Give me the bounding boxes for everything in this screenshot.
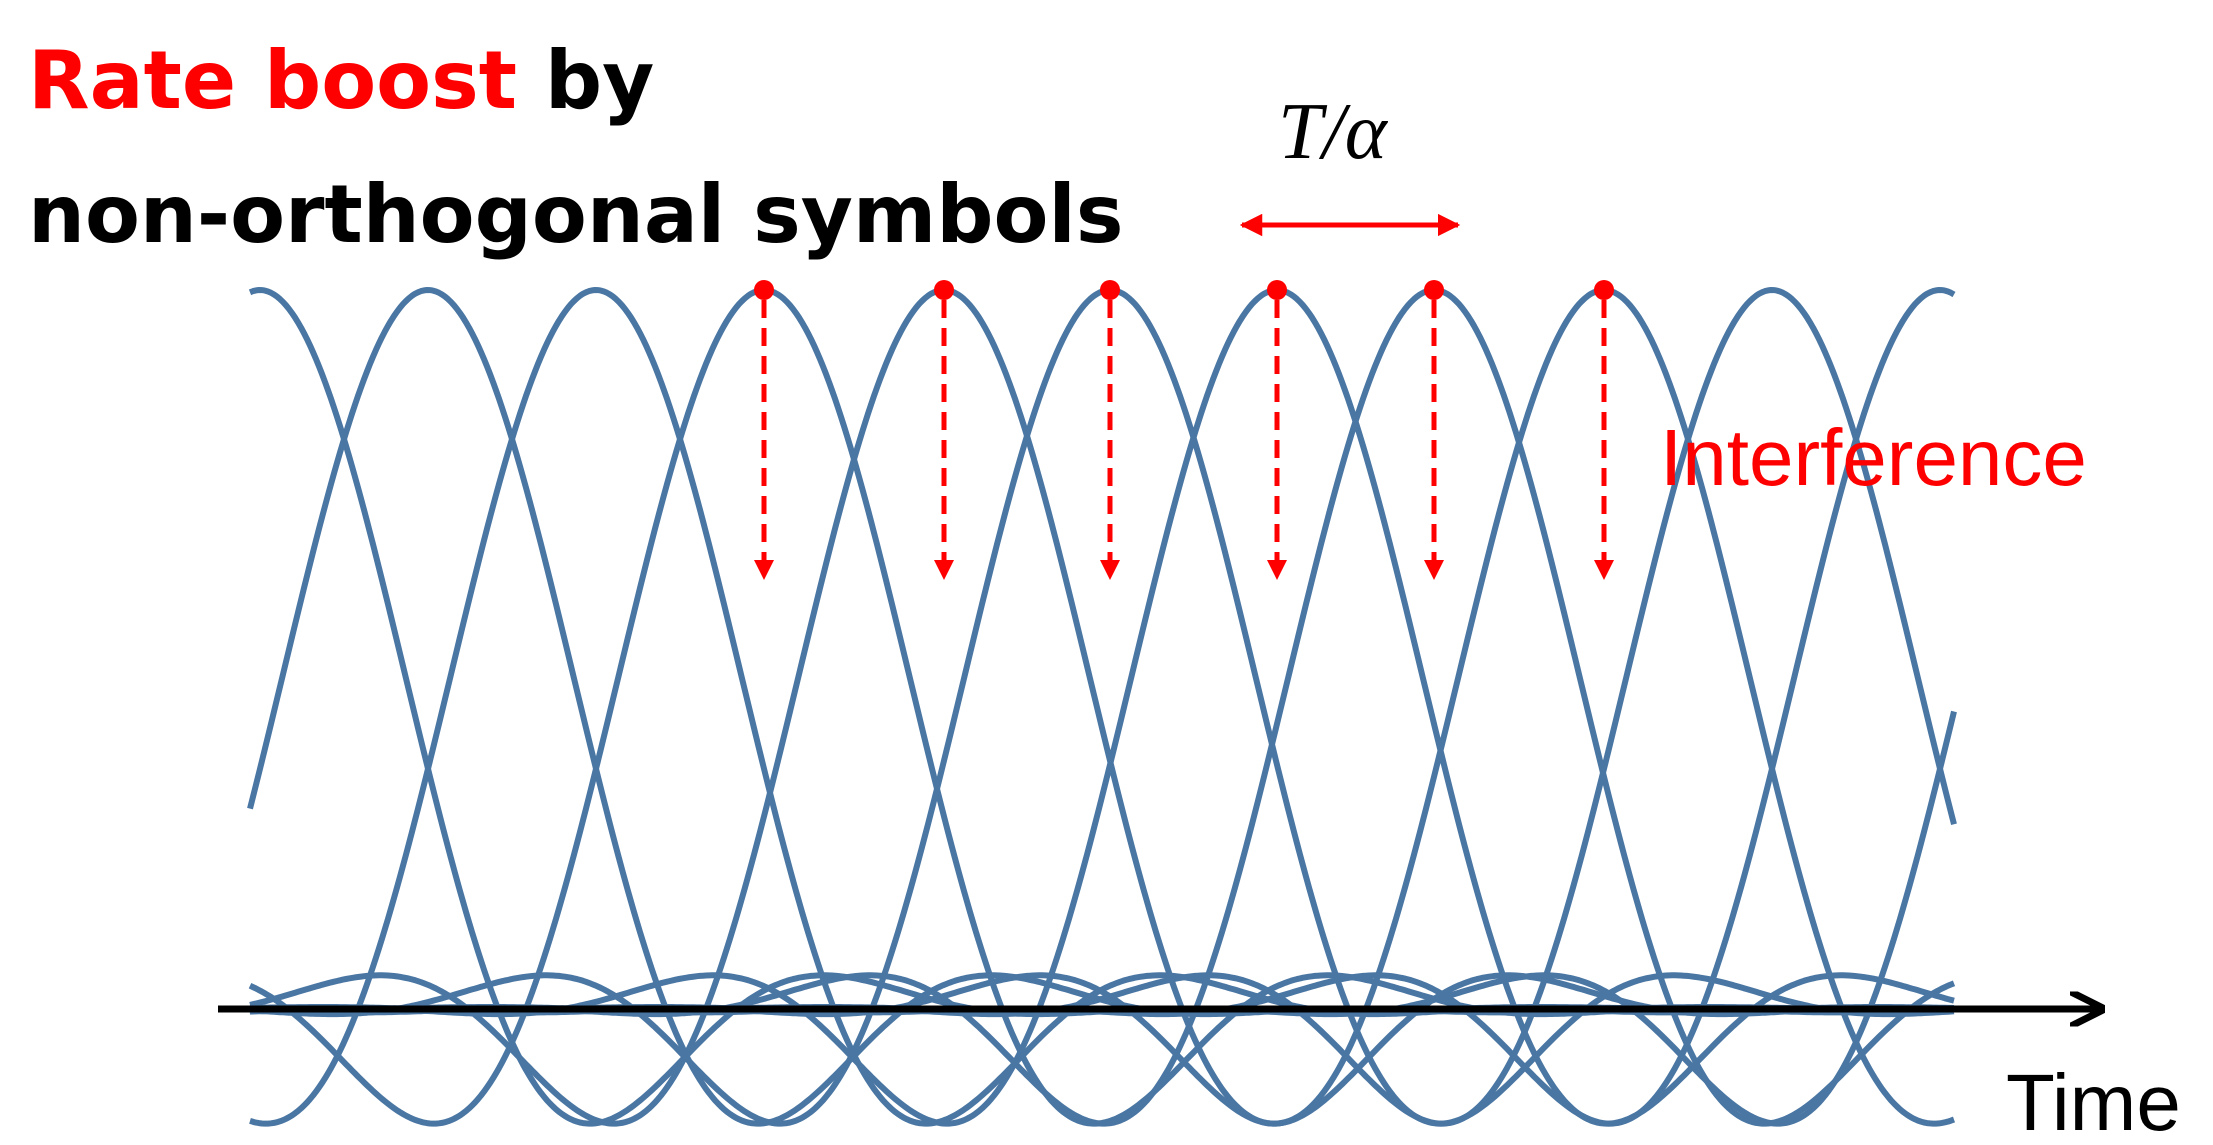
peak-dot [1267,280,1287,300]
diagram-title-line2: non-orthogonal symbols [28,168,1123,261]
period-label: T/α [1278,88,1389,176]
peak-dot [1424,280,1444,300]
title-highlight: Rate boost [28,34,517,127]
peak-dot [1100,280,1120,300]
axis-label-time: Time [2006,1058,2181,1145]
peak-dot [934,280,954,300]
interference-label: Interference [1660,413,2087,502]
title-rest: by [517,34,654,127]
peak-dot [1594,280,1614,300]
diagram-title: Rate boost by [28,34,654,127]
peak-dot [754,280,774,300]
interference-arrows [754,280,1614,580]
